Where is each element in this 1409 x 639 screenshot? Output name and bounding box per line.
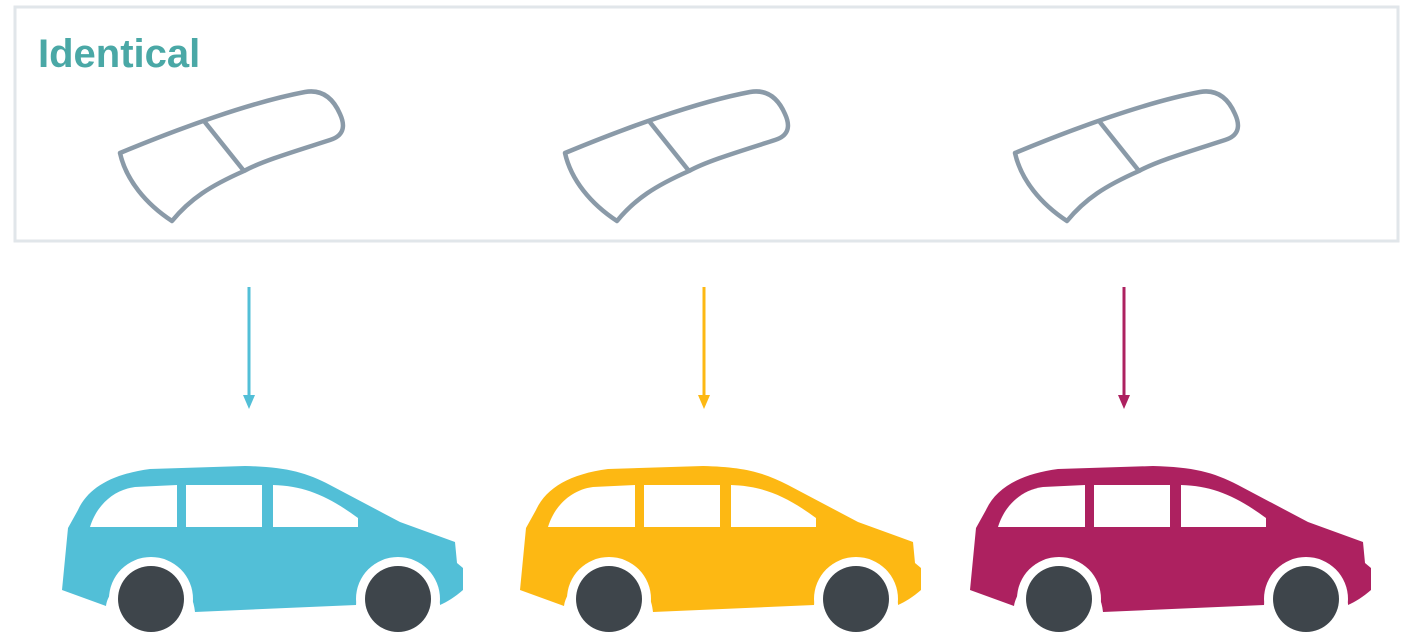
minivan-icon <box>520 466 921 639</box>
minivan-icon <box>970 466 1371 639</box>
arrow-down-icon <box>1118 287 1130 409</box>
arrow-down-icon <box>243 287 255 409</box>
minivan-icon <box>62 466 463 639</box>
arrow-down-icon <box>698 287 710 409</box>
diagram-title: Identical <box>38 32 200 76</box>
identical-frame <box>15 7 1398 241</box>
